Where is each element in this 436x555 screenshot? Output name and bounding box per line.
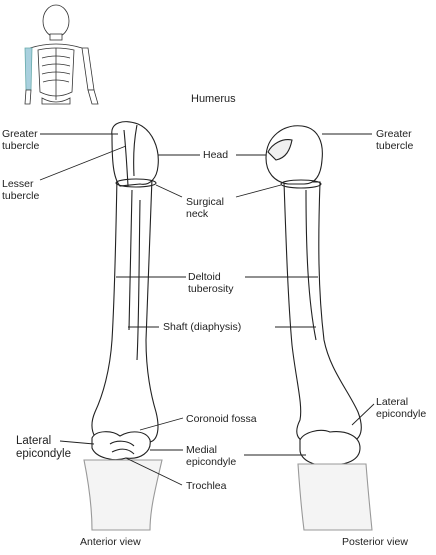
label-head: Head xyxy=(203,149,229,161)
leader-lateral-epicondyle-left xyxy=(59,440,95,445)
label-greater-tubercle-left: Greater tubercle xyxy=(2,128,40,152)
posterior-surgical-neck xyxy=(280,179,322,189)
right-upper-arm xyxy=(81,47,95,91)
label-coronoid-fossa: Coronoid fossa xyxy=(186,413,257,425)
leader-surgical-neck-right xyxy=(235,184,282,198)
anterior-trochlea xyxy=(109,440,135,455)
anterior-condyles xyxy=(91,431,151,461)
label-posterior-view: Posterior view xyxy=(342,536,408,548)
diagram-title: Humerus xyxy=(191,93,236,105)
posterior-shaft-ridge xyxy=(305,189,317,341)
skull xyxy=(42,4,70,38)
jaw xyxy=(49,33,63,41)
leader-trochlea xyxy=(125,457,183,486)
leader-surgical-neck-left xyxy=(155,184,183,198)
pelvis xyxy=(41,97,71,105)
leader-lateral-epicondyle-right xyxy=(351,403,375,426)
label-medial-epicondyle: Medial epicondyle xyxy=(186,444,237,468)
anterior-shaft xyxy=(91,175,159,443)
posterior-olecranon xyxy=(299,429,361,466)
posterior-shaft xyxy=(283,181,362,443)
label-anterior-view: Anterior view xyxy=(80,536,141,548)
clavicles xyxy=(29,43,83,49)
leader-lines xyxy=(39,133,375,486)
leader-coronoid-fossa xyxy=(139,417,184,431)
skeleton-thumbnail xyxy=(24,4,99,105)
anterior-surgical-neck xyxy=(115,178,157,188)
leader-lesser-tubercle xyxy=(39,145,127,181)
label-lateral-epicondyle-right: Lateral epicondyle xyxy=(376,396,427,420)
highlighted-humerus xyxy=(24,47,33,91)
anterior-humerus xyxy=(83,121,163,531)
label-surgical-neck: Surgical neck xyxy=(186,196,224,220)
label-trochlea: Trochlea xyxy=(186,480,227,492)
label-deltoid-tuberosity: Deltoid tuberosity xyxy=(188,271,234,295)
posterior-tubercle xyxy=(267,139,293,161)
anterior-forearm xyxy=(83,459,163,531)
posterior-head xyxy=(265,125,323,185)
anterior-tubercle-line xyxy=(123,124,138,187)
posterior-humerus xyxy=(265,125,373,531)
left-forearm xyxy=(24,89,32,105)
label-greater-tubercle-right: Greater tubercle xyxy=(376,128,414,152)
anterior-shaft-ridge xyxy=(128,189,141,361)
label-shaft: Shaft (diaphysis) xyxy=(163,321,242,333)
anterior-head xyxy=(111,121,159,187)
label-lesser-tubercle: Lesser tubercle xyxy=(2,178,40,202)
right-forearm xyxy=(87,89,99,105)
label-lateral-epicondyle-left: Lateral epicondyle xyxy=(16,435,71,460)
posterior-forearm xyxy=(297,463,373,531)
